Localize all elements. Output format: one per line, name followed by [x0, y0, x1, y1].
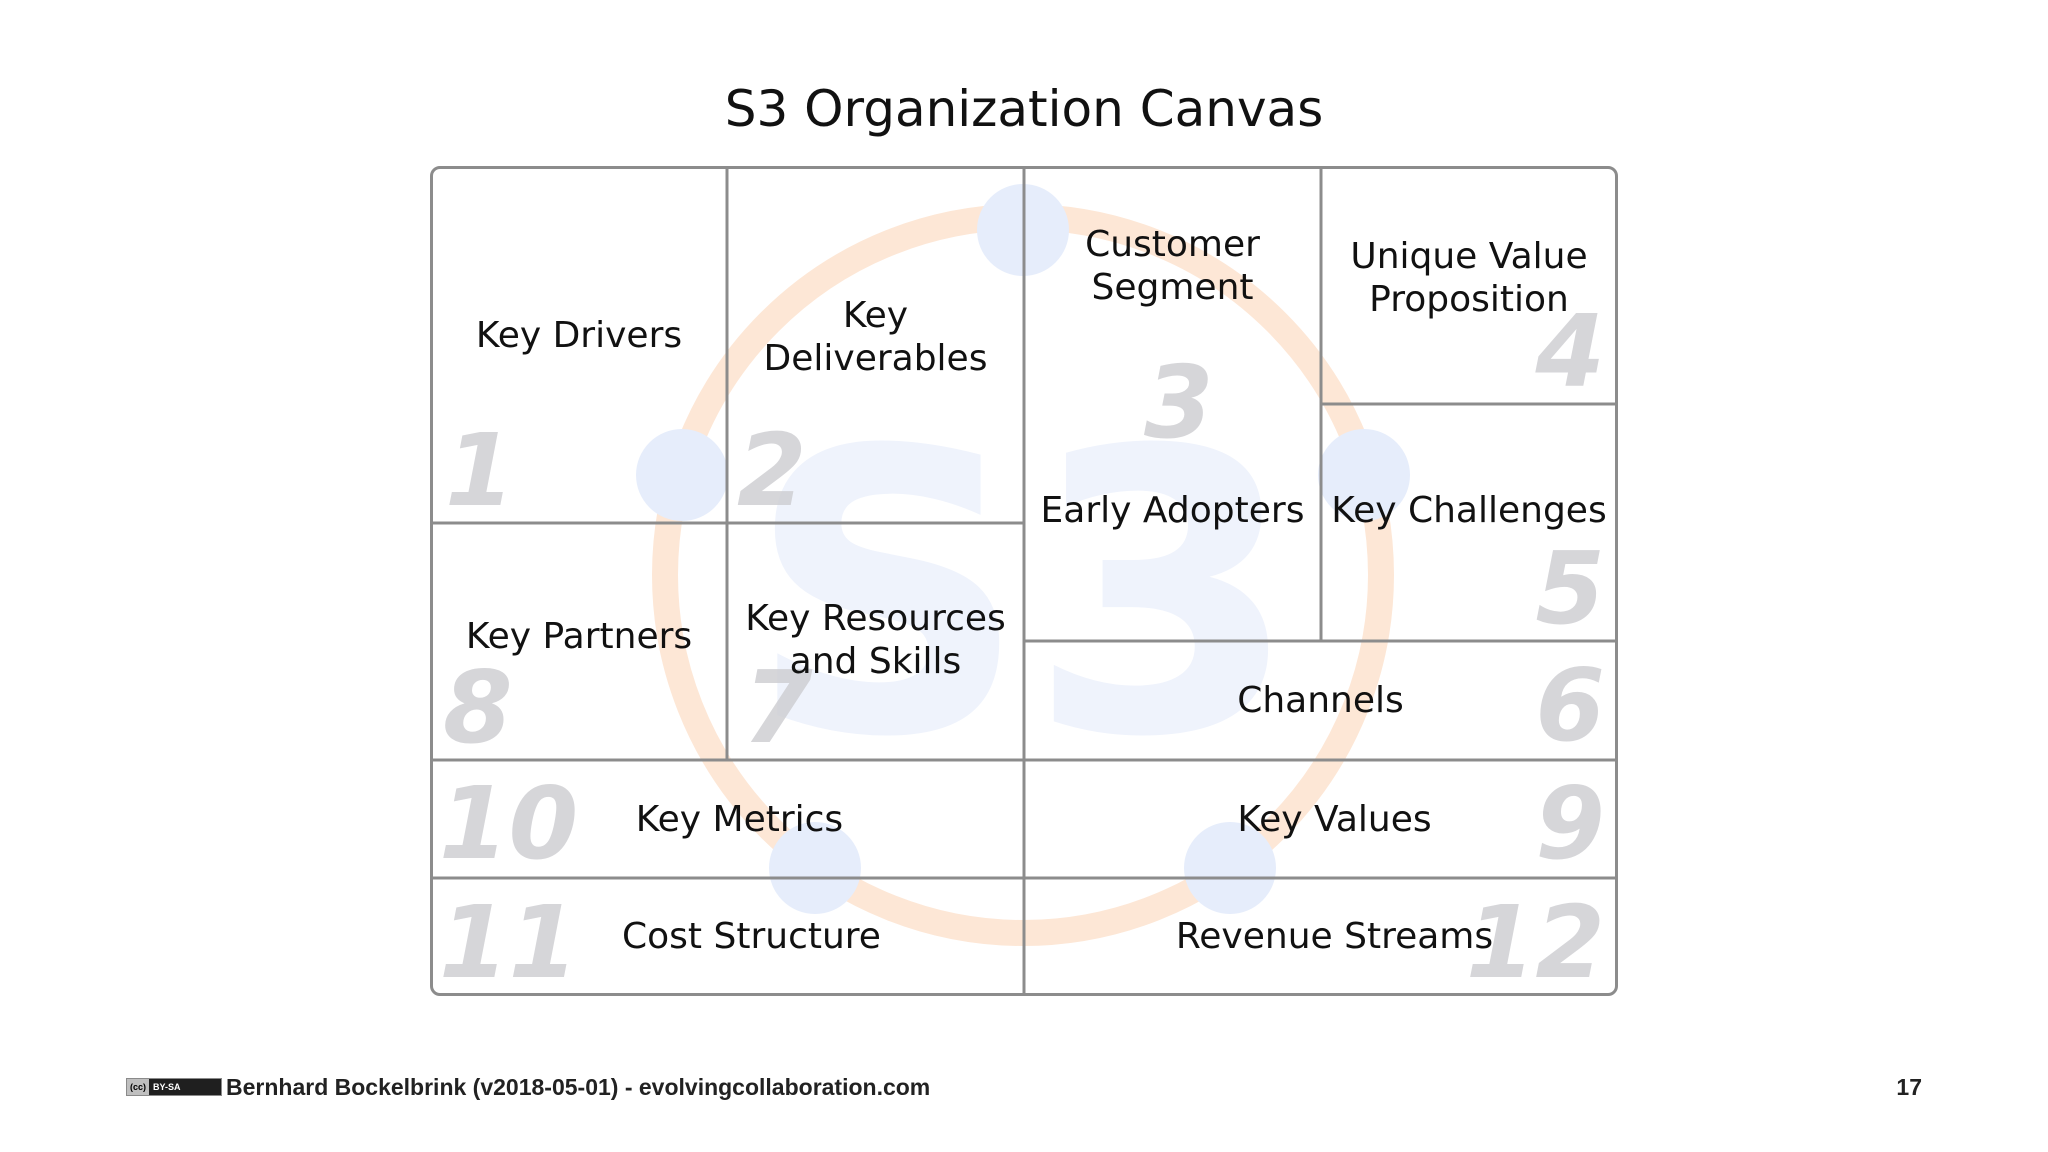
cell-revenue-streams: 12 Revenue Streams	[1024, 878, 1617, 995]
cell-key-deliverables: 2 Key Deliverables	[727, 167, 1024, 523]
cell-unique-value-proposition: 4 Unique Value Proposition	[1321, 167, 1617, 404]
cell-label-key-values: Key Values	[1237, 798, 1432, 840]
cell-number-4: 4	[1535, 293, 1605, 410]
cell-label-channels: Channels	[1237, 680, 1404, 721]
cell-label-early-adopters: Early Adopters	[1040, 490, 1305, 531]
page-number: 17	[1896, 1073, 1922, 1100]
cell-label-revenue-streams: Revenue Streams	[1175, 916, 1494, 957]
cell-number-5: 5	[1535, 530, 1605, 647]
cell-label-key-deliverables: Key Deliverables	[763, 295, 988, 379]
cell-number-10: 10	[439, 765, 579, 882]
cell-label-key-resources-skills: Key Resources and Skills	[745, 598, 1006, 682]
cell-number-2: 2	[737, 412, 807, 529]
cell-number-3: 3	[1144, 344, 1214, 461]
cell-key-metrics: 10 Key Metrics	[431, 760, 1024, 878]
cell-label-key-metrics: Key Metrics	[635, 798, 844, 840]
cell-label-key-partners: Key Partners	[465, 616, 693, 657]
cell-label-key-challenges: Key Challenges	[1331, 490, 1607, 531]
cell-number-12: 12	[1465, 884, 1605, 1001]
cell-label-customer-segment: Customer Segment	[1085, 224, 1260, 308]
cell-key-values: 9 Key Values	[1024, 760, 1617, 878]
cell-number-8: 8	[443, 649, 513, 766]
footer-credit-text: Bernhard Bockelbrink (v2018-05-01) - evo…	[226, 1073, 931, 1100]
cell-label-key-drivers: Key Drivers	[475, 314, 683, 356]
cell-number-1: 1	[445, 412, 515, 529]
cell-key-partners: 8 Key Partners	[431, 523, 727, 760]
cell-early-adopters: Early Adopters	[1024, 404, 1321, 641]
footer-credit: (cc) BY-SA Bernhard Bockelbrink (v2018-0…	[126, 1072, 930, 1102]
cell-label-cost-structure: Cost Structure	[622, 916, 881, 957]
cell-cost-structure: 11 Cost Structure	[431, 878, 1024, 995]
cell-label-unique-value-proposition: Unique Value Proposition	[1350, 236, 1588, 320]
cell-key-challenges: 5 Key Challenges	[1321, 404, 1617, 641]
cc-license-badge: (cc) BY-SA	[126, 1078, 222, 1096]
page-title: S3 Organization Canvas	[724, 80, 1324, 138]
cell-key-resources-skills: 7 Key Resources and Skills	[727, 523, 1024, 760]
cc-license-type: BY-SA	[153, 1082, 181, 1092]
cell-number-9: 9	[1535, 765, 1605, 882]
cell-key-drivers: 1 Key Drivers	[431, 167, 727, 523]
cell-number-11: 11	[439, 884, 579, 1001]
cell-number-6: 6	[1535, 647, 1605, 764]
cell-customer-segment: 3 Customer Segment	[1024, 167, 1321, 453]
cell-channels: 6 Channels	[1024, 641, 1617, 760]
cc-icon: (cc)	[127, 1079, 149, 1095]
